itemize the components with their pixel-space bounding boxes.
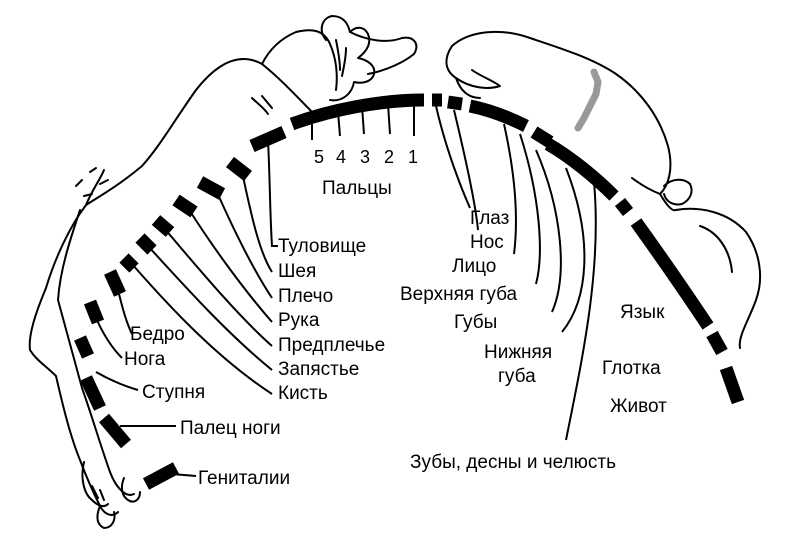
trunk-arm-outline bbox=[28, 58, 319, 516]
seg-fingers bbox=[289, 93, 425, 131]
label-shoulder: Плечо bbox=[278, 286, 333, 307]
label-teeth-gums-jaw: Зубы, десны и челюсть bbox=[410, 452, 616, 473]
label-face: Лицо bbox=[452, 256, 496, 277]
tick-finger-4 bbox=[337, 111, 341, 137]
lead-nose bbox=[453, 109, 479, 231]
lead-wrist bbox=[147, 245, 273, 371]
head-labels: Глаз Нос Лицо Верхняя губа Губы Нижняя г… bbox=[400, 208, 667, 473]
seg-foot bbox=[80, 375, 106, 411]
lead-upper-lip bbox=[519, 133, 541, 285]
label-lower-lip-line2: губа bbox=[498, 366, 536, 387]
seg-face bbox=[468, 99, 529, 132]
label-eye: Глаз bbox=[470, 208, 509, 229]
seg-leg bbox=[74, 335, 94, 359]
seg-wrist bbox=[196, 176, 226, 200]
label-foot: Ступня bbox=[142, 382, 205, 403]
label-arm: Рука bbox=[278, 310, 320, 331]
label-lips: Губы bbox=[454, 312, 497, 333]
lead-lips bbox=[535, 149, 562, 313]
seg-arm bbox=[151, 215, 175, 237]
seg-pharynx-abdomen bbox=[719, 365, 745, 405]
lead-foot bbox=[95, 371, 139, 391]
seg-genitals bbox=[142, 462, 180, 490]
label-abdomen: Живот bbox=[610, 396, 667, 417]
lead-trunk bbox=[267, 139, 278, 247]
label-hand: Кисть bbox=[278, 383, 328, 404]
label-hip: Бедро bbox=[130, 324, 185, 345]
eye-nose-outline bbox=[445, 45, 501, 99]
label-pharynx: Глотка bbox=[602, 358, 661, 379]
seg-forearm bbox=[172, 194, 198, 218]
finger-numbers: 5 4 3 2 1 bbox=[314, 147, 418, 167]
label-wrist: Запястье bbox=[278, 359, 359, 380]
seg-lower-lip bbox=[614, 197, 634, 217]
lead-shoulder bbox=[215, 189, 273, 299]
toe-outline bbox=[96, 505, 116, 529]
cortex-arc bbox=[74, 93, 745, 490]
tongue-outline bbox=[675, 207, 762, 349]
seg-tongue bbox=[706, 330, 728, 356]
lead-face bbox=[503, 123, 517, 255]
jaw-outline bbox=[659, 193, 677, 212]
finger-number-1: 1 bbox=[408, 147, 418, 167]
thumb-outline bbox=[349, 31, 418, 75]
label-tongue: Язык bbox=[620, 302, 665, 323]
seg-teeth bbox=[630, 218, 714, 330]
label-lower-lip-line1: Нижняя bbox=[484, 342, 552, 363]
label-nose: Нос bbox=[470, 232, 504, 253]
lead-arm bbox=[187, 207, 273, 323]
label-leg: Нога bbox=[124, 349, 166, 370]
hand-outline bbox=[320, 15, 376, 102]
lead-lower-lip bbox=[561, 167, 586, 333]
tick-finger-2 bbox=[387, 103, 391, 135]
lead-forearm bbox=[163, 227, 273, 347]
seg-little-finger bbox=[249, 126, 287, 152]
label-trunk: Туловище bbox=[278, 236, 366, 257]
seg-toe bbox=[99, 413, 131, 449]
head-outline bbox=[445, 30, 762, 349]
seg-nose bbox=[447, 95, 463, 111]
finger-lines bbox=[335, 39, 347, 77]
tick-finger-3 bbox=[361, 105, 365, 135]
elbow-mark bbox=[251, 95, 273, 115]
lead-leg bbox=[95, 317, 123, 359]
label-forearm: Предплечье bbox=[278, 335, 385, 356]
finger-number-2: 2 bbox=[384, 147, 394, 167]
seg-upper-lip bbox=[530, 126, 554, 148]
body-labels: Пальцы Туловище Шея Плечо Рука Предплечь… bbox=[124, 178, 392, 489]
finger-number-4: 4 bbox=[336, 147, 346, 167]
body-outline bbox=[28, 15, 418, 529]
lead-teeth bbox=[565, 181, 597, 441]
seg-neck-low bbox=[119, 253, 139, 273]
lead-neck bbox=[241, 171, 273, 273]
face-profile-small bbox=[75, 167, 109, 206]
lips-outline bbox=[663, 178, 693, 206]
body-leader-lines bbox=[95, 102, 415, 477]
lead-hand bbox=[131, 263, 273, 395]
seg-lips bbox=[544, 138, 619, 201]
label-fingers: Пальцы bbox=[322, 178, 392, 199]
highlight-trace bbox=[574, 68, 602, 132]
label-neck: Шея bbox=[278, 261, 316, 282]
label-toe: Палец ноги bbox=[180, 418, 281, 439]
finger-number-5: 5 bbox=[314, 147, 324, 167]
lead-genitals bbox=[171, 473, 197, 477]
lead-hip bbox=[117, 289, 133, 335]
inner-leg-outline bbox=[57, 209, 135, 496]
foot-outline bbox=[81, 461, 141, 508]
lead-eye bbox=[435, 105, 471, 209]
label-genitals: Гениталии bbox=[198, 468, 290, 489]
finger-number-3: 3 bbox=[360, 147, 370, 167]
label-lower-lip: Нижняя губа bbox=[484, 342, 557, 387]
head-leader-lines bbox=[435, 105, 597, 441]
shoulder-outline bbox=[261, 29, 338, 91]
label-upper-lip: Верхняя губа bbox=[400, 284, 518, 305]
seg-hand bbox=[226, 156, 252, 182]
